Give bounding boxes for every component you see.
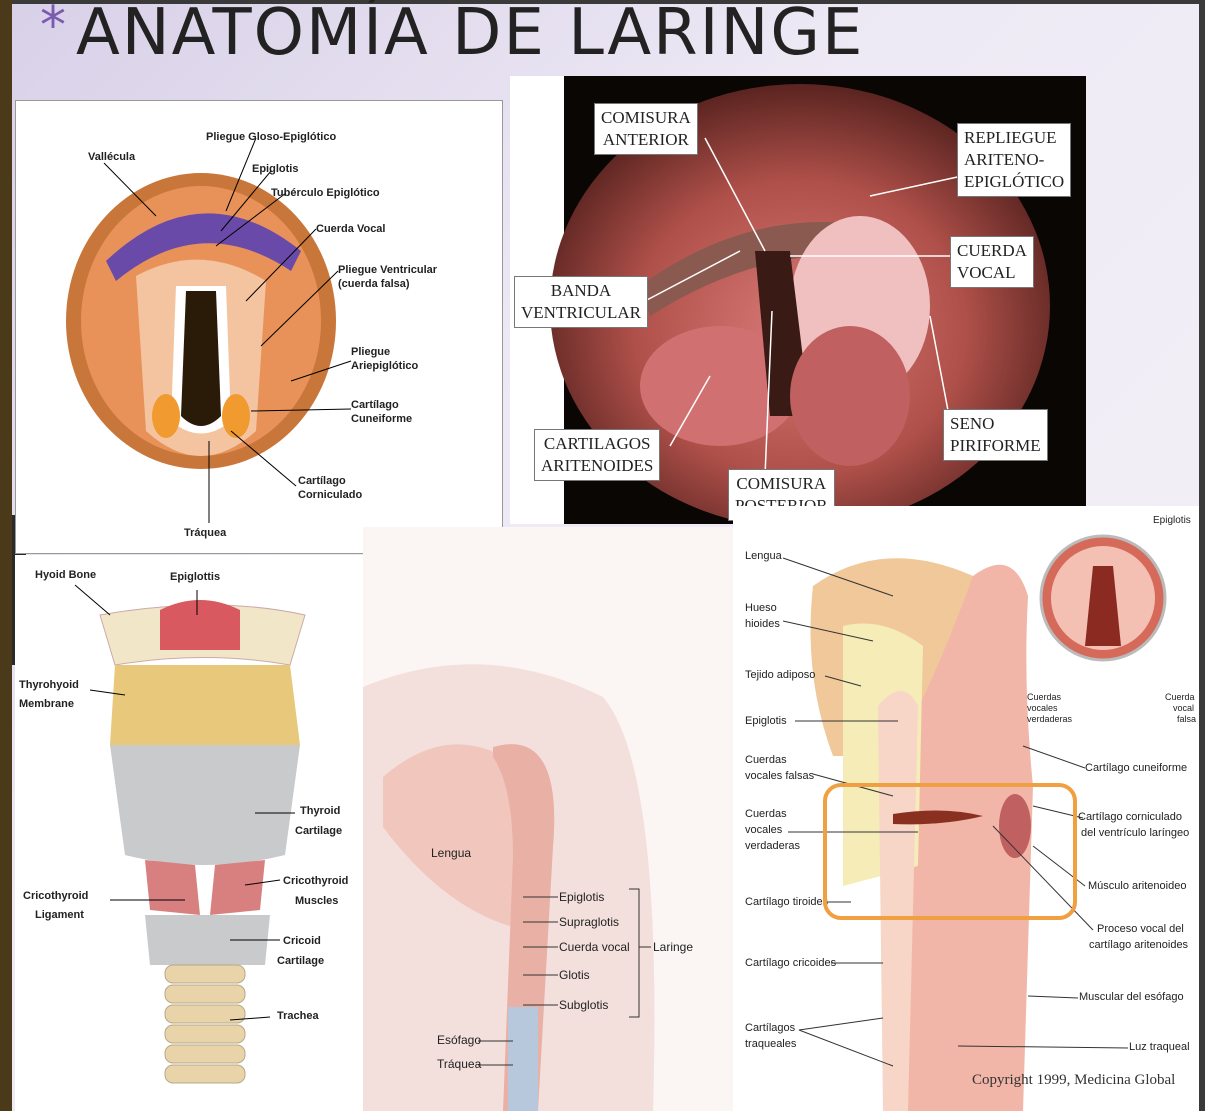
label-esofago-sagittal: Esófago — [437, 1034, 481, 1047]
label-comisura-posterior-line1: COMISURA — [735, 473, 828, 495]
label-epiglotis-coronal: Epiglotis — [745, 715, 787, 728]
label-cuerda-line1: CUERDA — [957, 240, 1027, 262]
label-inset-verdaderas-2: vocales — [1027, 703, 1058, 714]
label-luz-traqueal: Luz traqueal — [1129, 1041, 1190, 1054]
photo-laryngoscopy: COMISURA ANTERIOR REPLIEGUE ARITENO- EPI… — [510, 76, 1086, 524]
label-traquea-sagittal: Tráquea — [437, 1058, 481, 1071]
label-cricothyroid: Cricothyroid — [23, 890, 88, 903]
label-repliegue-line3: EPIGLÓTICO — [964, 171, 1064, 193]
diagram-larynx-anterior-view: Hyoid Bone Epiglottis Thyrohyoid Membran… — [15, 555, 363, 1111]
label-cartilago-corniculado: Cartílago corniculado — [1078, 811, 1182, 824]
label-thyrohyoid: Thyrohyoid — [19, 679, 79, 692]
label-hyoid-bone: Hyoid Bone — [35, 569, 96, 582]
label-cuerda-line2: VOCAL — [957, 262, 1027, 284]
label-cartilago-cuneiforme-2: Cuneiforme — [351, 413, 412, 426]
label-hueso: Hueso — [745, 602, 777, 615]
label-cuerda-falsa: (cuerda falsa) — [338, 278, 410, 291]
label-comisura-anterior-line2: ANTERIOR — [601, 129, 691, 151]
label-inset-falsa-2: vocal — [1173, 703, 1194, 714]
label-ventriculo-laringeo: del ventrículo laríngeo — [1081, 827, 1189, 840]
label-cartilagos-traqueales-1: Cartílagos — [745, 1022, 795, 1035]
label-cartilago-tiroides: Cartílago tiroides — [745, 896, 828, 909]
label-cricothyroid-muscles-2: Muscles — [295, 895, 338, 908]
title-bullet: * — [40, 0, 68, 56]
label-thyroid: Thyroid — [300, 805, 340, 818]
label-cuerda-vocal-photo: CUERDA VOCAL — [950, 236, 1034, 288]
label-inset-falsa-3: falsa — [1177, 714, 1196, 725]
label-ariepiglotico: Ariepiglótico — [351, 360, 418, 373]
label-banda-line1: BANDA — [521, 280, 641, 302]
label-muscular-esofago: Muscular del esófago — [1079, 991, 1184, 1004]
label-pliegue-gloso-epiglotico: Pliegue Gloso-Epiglótico — [206, 131, 336, 144]
label-pliegue: Pliegue — [351, 346, 390, 359]
label-cuerdas-verdaderas-1: Cuerdas — [745, 808, 787, 821]
label-cartilagos-aritenoides: CARTILAGOS ARITENOIDES — [534, 429, 660, 481]
label-cartilago-corniculado-1: Cartílago — [298, 475, 346, 488]
label-traquea: Tráquea — [184, 527, 226, 540]
label-hioides: hioides — [745, 618, 780, 631]
label-seno-piriforme: SENO PIRIFORME — [943, 409, 1048, 461]
label-cartilagos-line2: ARITENOIDES — [541, 455, 653, 477]
label-laringe: Laringe — [653, 941, 693, 954]
label-epiglottis: Epiglottis — [170, 571, 220, 584]
label-cartilago-cuneiforme: Cartílago cuneiforme — [1085, 762, 1187, 775]
diagram-larynx-superior-view: Vallécula Pliegue Gloso-Epiglótico Epigl… — [15, 100, 503, 554]
label-cuerdas-verdaderas-3: verdaderas — [745, 840, 800, 853]
label-inset-falsa-1: Cuerda — [1165, 692, 1195, 703]
label-proceso-vocal-2: cartílago aritenoides — [1089, 939, 1188, 952]
label-epiglotis-sagittal: Epiglotis — [559, 891, 604, 904]
label-inset-verdaderas-3: verdaderas — [1027, 714, 1072, 725]
label-proceso-vocal-1: Proceso vocal del — [1097, 923, 1184, 936]
label-tejido-adiposo: Tejido adiposo — [745, 669, 815, 682]
label-inset-epiglotis: Epiglotis — [1153, 514, 1191, 527]
label-repliegue-ariteno-epiglotico: REPLIEGUE ARITENO- EPIGLÓTICO — [957, 123, 1071, 197]
label-membrane: Membrane — [19, 698, 74, 711]
label-musculo-aritenoideo: Músculo aritenoideo — [1088, 880, 1186, 893]
label-cuerdas-falsas-1: Cuerdas — [745, 754, 787, 767]
label-banda-ventricular: BANDA VENTRICULAR — [514, 276, 648, 328]
diagram-sagittal-head: Lengua Epiglotis Supraglotis Cuerda voca… — [363, 527, 733, 1111]
label-lengua-sagittal: Lengua — [431, 847, 471, 860]
highlight-box-vocal-cords — [823, 783, 1077, 920]
label-seno-line2: PIRIFORME — [950, 435, 1041, 457]
label-inset-verdaderas-1: Cuerdas — [1027, 692, 1061, 703]
label-cricothyroid-muscles-1: Cricothyroid — [283, 875, 348, 888]
title-text: ANATOMÍA DE LARINGE — [76, 0, 864, 70]
slide-border-right — [1199, 0, 1205, 1111]
label-repliegue-line1: REPLIEGUE — [964, 127, 1064, 149]
label-vallecula: Vallécula — [88, 151, 135, 164]
sagittal-head-drawing — [363, 527, 733, 1111]
label-cartilago-cricoides: Cartílago cricoides — [745, 957, 836, 970]
label-cuerdas-falsas-2: vocales falsas — [745, 770, 814, 783]
label-cricoid: Cricoid — [283, 935, 321, 948]
label-repliegue-line2: ARITENO- — [964, 149, 1064, 171]
label-cartilagos-line1: CARTILAGOS — [541, 433, 653, 455]
label-ligament: Ligament — [35, 909, 84, 922]
label-trachea: Trachea — [277, 1010, 319, 1023]
label-cuerdas-verdaderas-2: vocales — [745, 824, 782, 837]
label-cuerda-vocal: Cuerda Vocal — [316, 223, 386, 236]
label-cartilagos-traqueales-2: traqueales — [745, 1038, 796, 1051]
label-cartilago-cuneiforme-1: Cartílago — [351, 399, 399, 412]
label-seno-line1: SENO — [950, 413, 1041, 435]
label-supraglotis: Supraglotis — [559, 916, 619, 929]
label-banda-line2: VENTRICULAR — [521, 302, 641, 324]
label-cartilago-corniculado-2: Corniculado — [298, 489, 362, 502]
label-cuerda-vocal-sagittal: Cuerda vocal — [559, 941, 630, 954]
copyright-text: Copyright 1999, Medicina Global — [972, 1072, 1175, 1089]
label-tuberculo-epiglotico: Tubérculo Epiglótico — [271, 187, 380, 200]
label-subglotis: Subglotis — [559, 999, 608, 1012]
label-comisura-anterior-line1: COMISURA — [601, 107, 691, 129]
label-pliegue-ventricular: Pliegue Ventricular — [338, 264, 437, 277]
label-epiglotis: Epiglotis — [252, 163, 298, 176]
label-glotis: Glotis — [559, 969, 590, 982]
label-comisura-anterior: COMISURA ANTERIOR — [594, 103, 698, 155]
label-thyroid-cartilage: Cartilage — [295, 825, 342, 838]
label-cricoid-cartilage: Cartilage — [277, 955, 324, 968]
slide-border-left — [0, 0, 12, 1111]
label-lengua-coronal: Lengua — [745, 550, 782, 563]
